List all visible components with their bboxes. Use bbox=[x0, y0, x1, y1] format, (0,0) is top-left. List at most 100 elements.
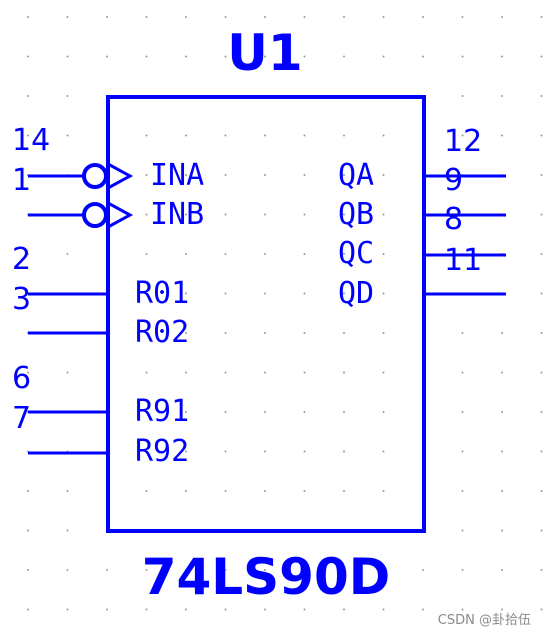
pin-ina[interactable]: 14 INA bbox=[12, 123, 204, 193]
grid-dot bbox=[224, 174, 227, 176]
grid-dot bbox=[303, 213, 306, 216]
grid-dot bbox=[382, 490, 385, 492]
grid-dot bbox=[343, 134, 345, 137]
grid-dot bbox=[66, 490, 69, 492]
grid-dot bbox=[501, 569, 503, 571]
grid-dot bbox=[343, 371, 345, 374]
grid-dot bbox=[185, 608, 187, 611]
grid-dot bbox=[27, 16, 29, 18]
ic-body[interactable] bbox=[106, 95, 426, 533]
pin-qc[interactable]: 8 QC bbox=[338, 202, 506, 271]
grid-dot bbox=[264, 174, 266, 176]
grid-dot bbox=[461, 608, 464, 611]
grid-dot bbox=[501, 134, 503, 137]
grid-dot bbox=[185, 174, 187, 176]
grid-dot bbox=[343, 411, 345, 413]
pin-r02[interactable]: 3 R02 bbox=[12, 282, 189, 350]
grid-dot bbox=[145, 292, 148, 295]
grid-dot bbox=[501, 332, 503, 334]
grid-dot bbox=[264, 134, 266, 137]
grid-dot bbox=[106, 608, 108, 611]
pin-inb[interactable]: 1 INB bbox=[12, 163, 204, 232]
grid-dot bbox=[382, 292, 385, 295]
pin-r91-label: R91 bbox=[135, 394, 189, 429]
grid-dot bbox=[264, 569, 266, 571]
grid-dot bbox=[185, 55, 187, 58]
grid-dot bbox=[264, 608, 266, 611]
pin-r02-number: 3 bbox=[12, 282, 31, 317]
grid-dot bbox=[224, 411, 227, 413]
grid-dot bbox=[264, 253, 266, 255]
pin-r92-label: R92 bbox=[135, 434, 189, 469]
pin-qb[interactable]: 9 QB bbox=[338, 163, 506, 232]
grid-dot bbox=[106, 55, 108, 58]
grid-dot bbox=[224, 292, 227, 295]
grid-dot bbox=[264, 332, 266, 334]
grid-dot bbox=[27, 569, 29, 571]
grid-dot bbox=[382, 411, 385, 413]
grid-dot bbox=[540, 55, 543, 58]
grid-dot bbox=[501, 55, 503, 58]
grid-dot bbox=[382, 371, 385, 374]
grid-dot bbox=[382, 55, 385, 58]
grid-dot bbox=[382, 608, 385, 611]
grid-dot bbox=[185, 450, 187, 453]
grid-dot bbox=[224, 450, 227, 453]
grid-dot bbox=[185, 253, 187, 255]
grid-dot bbox=[185, 213, 187, 216]
grid-dot bbox=[343, 213, 345, 216]
pin-r91[interactable]: 6 R91 bbox=[12, 361, 189, 429]
pin-r01[interactable]: 2 R01 bbox=[12, 242, 189, 311]
grid-dot bbox=[540, 253, 543, 255]
grid-dot bbox=[224, 253, 227, 255]
grid-dot bbox=[145, 608, 148, 611]
grid-dot bbox=[461, 55, 464, 58]
grid-dot bbox=[27, 253, 29, 255]
grid-dot bbox=[185, 332, 187, 334]
grid-dot bbox=[461, 95, 464, 97]
grid-dot bbox=[303, 292, 306, 295]
pin-inb-clock-symbol bbox=[107, 201, 134, 229]
pin-qa[interactable]: 12 QA bbox=[338, 124, 506, 193]
grid-dot bbox=[185, 134, 187, 137]
grid-dot bbox=[303, 450, 306, 453]
grid-dot bbox=[27, 490, 29, 492]
grid-dot bbox=[422, 608, 424, 611]
grid-dot bbox=[224, 134, 227, 137]
grid-dot bbox=[382, 134, 385, 137]
grid-dot bbox=[145, 134, 148, 137]
pin-ina-label: INA bbox=[150, 158, 204, 193]
grid-dot bbox=[343, 174, 345, 176]
pin-qa-label: QA bbox=[338, 158, 374, 193]
grid-dot bbox=[343, 569, 345, 571]
pin-qa-number: 12 bbox=[444, 124, 482, 159]
grid-dot bbox=[540, 450, 543, 453]
grid-dot bbox=[145, 569, 148, 571]
grid-dot bbox=[264, 213, 266, 216]
grid-dot bbox=[343, 608, 345, 611]
grid-dot bbox=[422, 569, 424, 571]
grid-dot bbox=[224, 332, 227, 334]
grid-dot bbox=[145, 16, 148, 18]
pin-r01-label: R01 bbox=[135, 276, 189, 311]
grid-dot bbox=[382, 16, 385, 18]
grid-dot bbox=[145, 371, 148, 374]
grid-dot bbox=[461, 332, 464, 334]
grid-dot bbox=[501, 411, 503, 413]
grid-dot bbox=[185, 569, 187, 571]
grid-dot bbox=[501, 95, 503, 97]
pin-r01-number: 2 bbox=[12, 242, 31, 277]
pin-qd[interactable]: 11 QD bbox=[338, 243, 506, 311]
pin-r92[interactable]: 7 R92 bbox=[12, 401, 189, 469]
grid-dot bbox=[106, 569, 108, 571]
pin-r91-number: 6 bbox=[12, 361, 31, 396]
pin-qc-label: QC bbox=[338, 236, 374, 271]
pin-qc-number: 8 bbox=[444, 202, 463, 237]
grid-dot bbox=[303, 16, 306, 18]
grid-dot bbox=[66, 608, 69, 611]
grid-dot bbox=[185, 490, 187, 492]
grid-dot bbox=[303, 608, 306, 611]
grid-dot bbox=[66, 569, 69, 571]
grid-dot bbox=[66, 16, 69, 18]
pin-r02-label: R02 bbox=[135, 315, 189, 350]
